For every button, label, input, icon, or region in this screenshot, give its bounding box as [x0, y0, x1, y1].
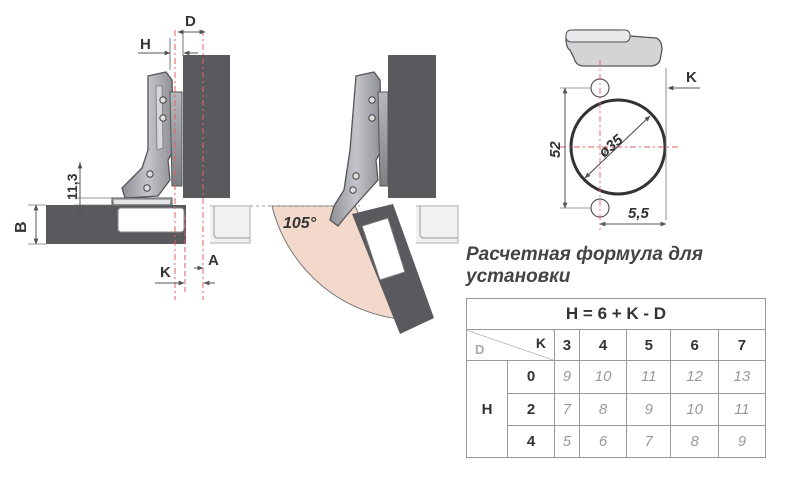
door-outline [210, 205, 251, 244]
table-cell: 9 [554, 360, 580, 394]
label-b: B [13, 221, 30, 233]
table-cell: 13 [717, 360, 767, 394]
closed-hinge-view: D H 11,3 B K A [13, 13, 251, 300]
label-11-3: 11,3 [64, 173, 80, 200]
h-value: 4 [507, 424, 555, 459]
table-row: 4 5 6 7 8 9 [467, 424, 767, 459]
table-cell: 11 [717, 392, 767, 426]
open-hinge-view: 105° [250, 55, 459, 334]
formula-table: H = 6 + K - D D K 3 4 5 6 7 H 0 9 10 11 … [466, 297, 767, 459]
h-value: 2 [507, 392, 555, 426]
h-value: 0 [507, 360, 555, 394]
cup-detail-view: ø35 52 K 5,5 [547, 29, 700, 230]
label-h: H [140, 36, 151, 53]
table-row: H 0 9 10 11 12 13 [466, 360, 767, 458]
k-header: 5 [626, 329, 672, 362]
table-cell: 10 [578, 360, 628, 394]
formula-title-line2: установки [466, 266, 571, 287]
table-corner: D K [466, 329, 555, 362]
table-cell: 7 [554, 392, 580, 426]
label-k-right: K [686, 69, 697, 86]
door-side-panel-open [388, 55, 436, 198]
table-cell: 11 [626, 360, 672, 394]
table-cell: 8 [578, 392, 628, 426]
row-label-h: H [466, 360, 508, 458]
table-cell: 5 [554, 424, 580, 459]
label-52: 52 [547, 141, 564, 158]
formula-title: Расчетная формула для установки [466, 244, 786, 288]
table-cell: 12 [670, 360, 719, 394]
label-a: A [208, 252, 219, 269]
table-cell: 7 [626, 424, 672, 459]
table-cell: 10 [670, 392, 719, 426]
formula-title-line1: Расчетная формула для [466, 244, 703, 265]
hinge-arm-open [329, 71, 383, 227]
hinge-arm [121, 71, 175, 199]
table-cell: 8 [670, 424, 719, 459]
table-cell: 9 [717, 424, 767, 459]
label-angle: 105° [283, 215, 317, 232]
label-d: D [185, 13, 196, 30]
k-header: 4 [578, 329, 628, 362]
corner-label-k: K [535, 335, 546, 352]
table-row: 2 7 8 9 10 11 [467, 392, 767, 426]
label-k-left: K [160, 264, 171, 281]
formula-expression: H = 6 + K - D [466, 297, 766, 331]
hinge-cup-pocket [117, 207, 185, 233]
corner-label-d: D [475, 342, 485, 358]
table-cell: 9 [626, 392, 672, 426]
door-side-panel [183, 55, 230, 198]
table-cell: 6 [578, 424, 628, 459]
k-header: 7 [717, 329, 767, 362]
label-5-5: 5,5 [628, 205, 650, 222]
k-header: 6 [670, 329, 719, 362]
k-header: 3 [554, 329, 580, 362]
